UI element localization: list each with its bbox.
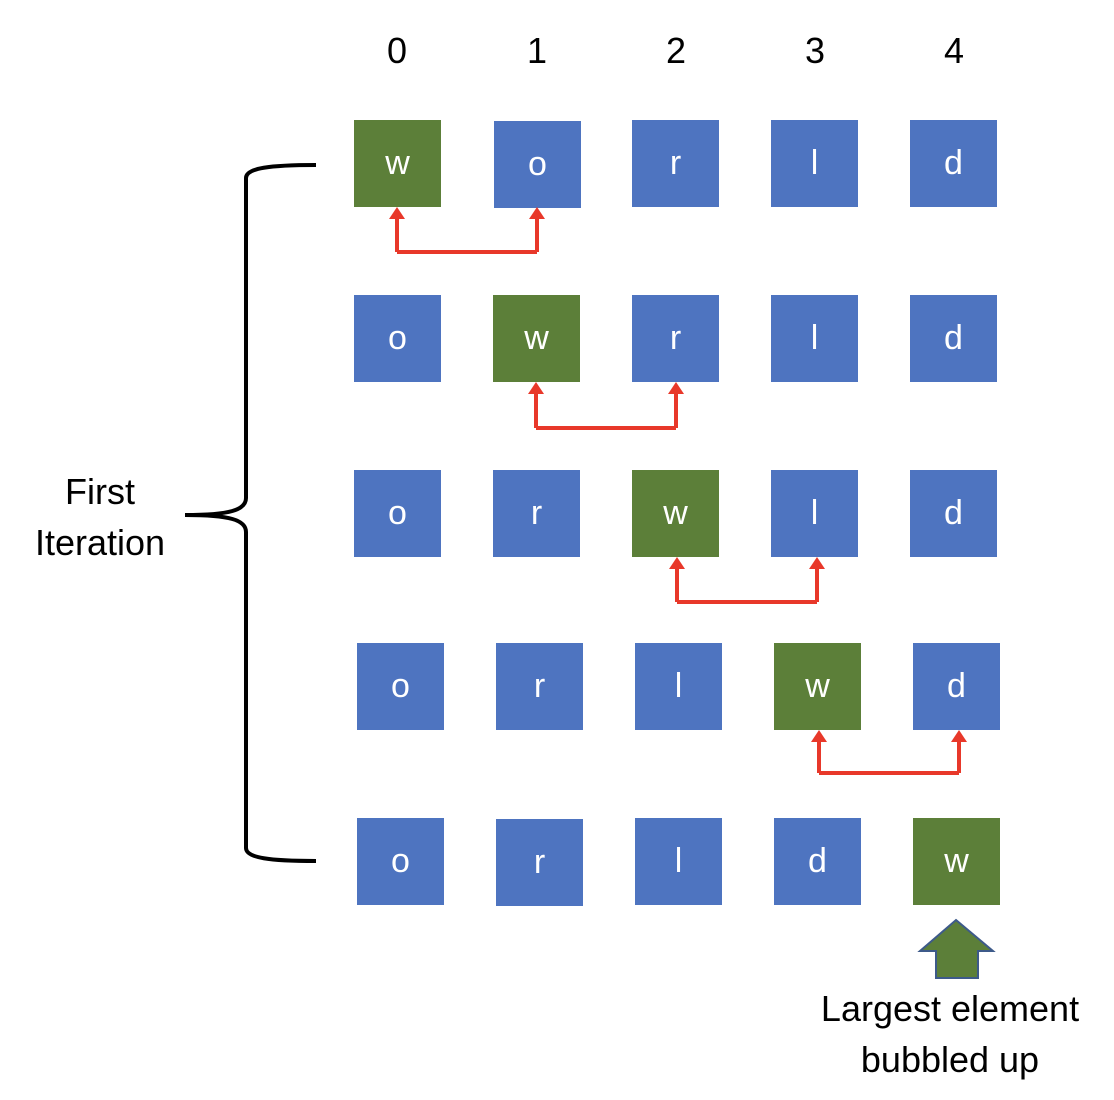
swap-arrow-row-2	[669, 557, 825, 604]
row-3-cell-0: o	[357, 643, 444, 730]
row-4-cell-1: r	[496, 819, 583, 906]
bubble-up-arrow-icon	[917, 918, 996, 979]
row-2-cell-2: w	[632, 470, 719, 557]
row-3-cell-1: r	[496, 643, 583, 730]
swap-arrow-head-left	[669, 557, 685, 569]
swap-arrow-row-3	[811, 730, 967, 775]
swap-arrow-head-right	[529, 207, 545, 219]
row-1-cell-2: r	[632, 295, 719, 382]
row-4-cell-2: l	[635, 818, 722, 905]
row-3-cell-3: w	[774, 643, 861, 730]
row-2-cell-1: r	[493, 470, 580, 557]
column-index-1: 1	[526, 30, 548, 71]
swap-arrow-head-left	[811, 730, 827, 742]
column-index-2: 2	[665, 30, 687, 71]
row-0-cell-1: o	[494, 121, 581, 208]
largest-element-caption-line-1: Largest element	[820, 988, 1080, 1029]
row-0-cell-0: w	[354, 120, 441, 207]
row-2-cell-3: l	[771, 470, 858, 557]
swap-arrow-head-right	[951, 730, 967, 742]
swap-arrow-row-0	[389, 207, 545, 254]
largest-element-caption-line-2: bubbled up	[860, 1039, 1040, 1080]
swap-arrow-head-right	[809, 557, 825, 569]
swap-arrow-head-right	[668, 382, 684, 394]
row-0-cell-3: l	[771, 120, 858, 207]
row-2-cell-0: o	[354, 470, 441, 557]
row-4-cell-0: o	[357, 818, 444, 905]
row-1-cell-0: o	[354, 295, 441, 382]
row-2-cell-4: d	[910, 470, 997, 557]
row-4-cell-4: w	[913, 818, 1000, 905]
row-1-cell-4: d	[910, 295, 997, 382]
first-iteration-label: First Iteration	[10, 466, 190, 568]
first-iteration-label-line-1: First	[65, 471, 135, 512]
column-index-0: 0	[386, 30, 408, 71]
row-4-cell-3: d	[774, 818, 861, 905]
row-0-cell-2: r	[632, 120, 719, 207]
row-0-cell-4: d	[910, 120, 997, 207]
row-3-cell-2: l	[635, 643, 722, 730]
column-index-3: 3	[804, 30, 826, 71]
first-iteration-label-line-2: Iteration	[34, 522, 166, 563]
row-1-cell-1: w	[493, 295, 580, 382]
column-index-4: 4	[943, 30, 965, 71]
swap-arrow-head-left	[389, 207, 405, 219]
row-3-cell-4: d	[913, 643, 1000, 730]
swap-arrow-row-1	[528, 382, 684, 430]
largest-element-caption: Largest element bubbled up	[800, 983, 1100, 1085]
iteration-brace	[184, 163, 317, 863]
swap-arrow-head-left	[528, 382, 544, 394]
row-1-cell-3: l	[771, 295, 858, 382]
